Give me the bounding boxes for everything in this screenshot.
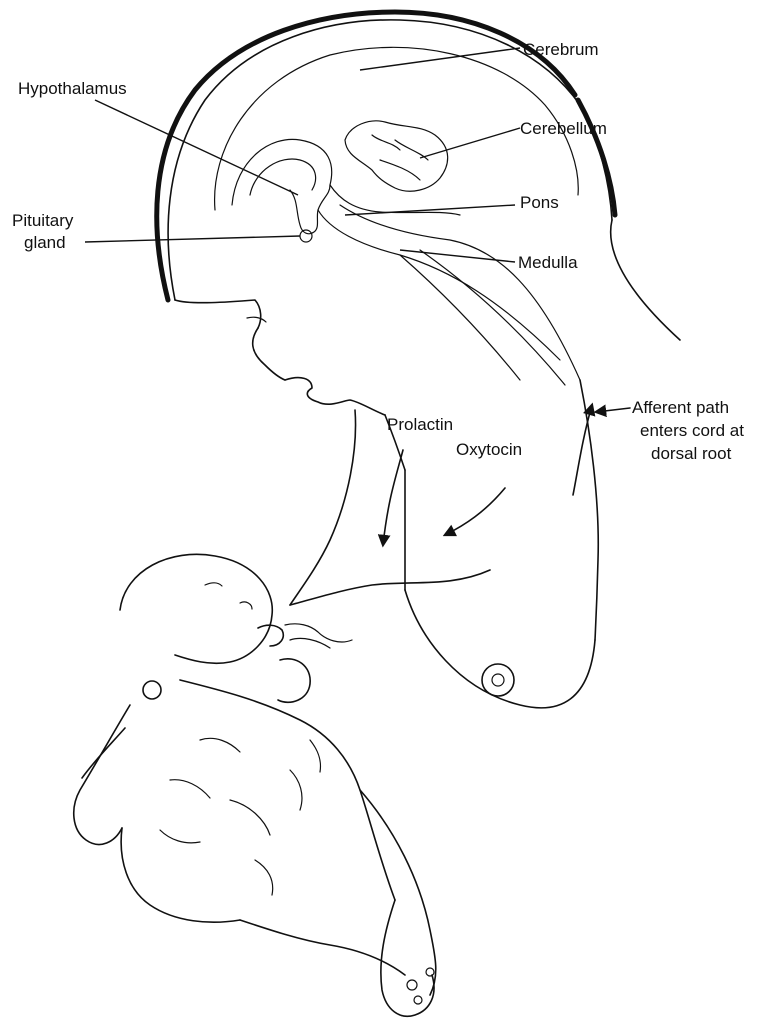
label-hypothalamus: Hypothalamus (18, 79, 127, 98)
mother-head-outline (157, 12, 680, 470)
oxytocin-arrow (445, 488, 505, 535)
brain-structures (215, 47, 580, 385)
label-afferent-line2: enters cord at (640, 421, 744, 440)
labels: Cerebrum Hypothalamus Cerebellum Pons Pi… (12, 40, 744, 463)
label-pons: Pons (520, 193, 559, 212)
label-afferent-line3: dorsal root (651, 444, 732, 463)
label-afferent-line1: Afferent path (632, 398, 729, 417)
label-medulla: Medulla (518, 253, 578, 272)
label-cerebellum: Cerebellum (520, 119, 607, 138)
baby-figure (74, 554, 436, 1016)
leader-cerebellum (420, 128, 520, 158)
label-cerebrum: Cerebrum (523, 40, 599, 59)
prolactin-arrow (383, 450, 403, 545)
afferent-label-arrow (596, 408, 630, 412)
leader-pons (345, 205, 515, 215)
label-pituitary-line2: gland (24, 233, 66, 252)
label-oxytocin: Oxytocin (456, 440, 522, 459)
label-prolactin: Prolactin (387, 415, 453, 434)
afferent-arrow (573, 405, 592, 495)
label-pituitary-line1: Pituitary (12, 211, 74, 230)
leader-pituitary (85, 236, 300, 242)
